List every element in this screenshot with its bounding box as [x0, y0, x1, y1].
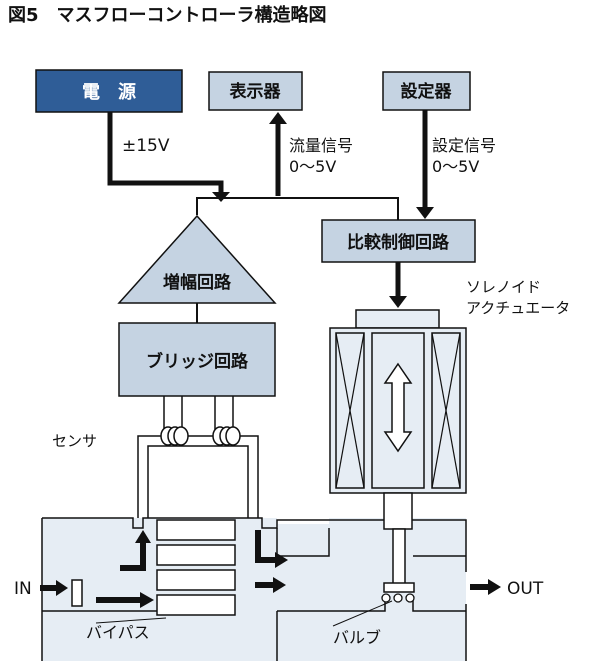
bypass-element [156, 519, 236, 616]
sensor-coil-upstream [160, 426, 189, 446]
inlet-label: IN [14, 579, 32, 599]
valve-chamber-left [276, 528, 330, 557]
display-block [208, 71, 303, 111]
sensor-tube-outer [137, 435, 259, 518]
bridge-circuit-label: ブリッジ回路 [146, 351, 249, 372]
power-voltage-label: ±15V [122, 136, 170, 156]
sensor-coil-downstream [212, 426, 241, 446]
plunger-motion-arrow [383, 362, 413, 453]
power-wire [107, 112, 224, 193]
set-signal-range: 0〜5V [432, 157, 479, 176]
flow-signal-range: 0〜5V [289, 157, 336, 176]
sensor-leads [163, 396, 234, 430]
valve-seat-right [412, 598, 466, 612]
set-signal-label: 設定信号 [432, 136, 496, 155]
bypass-pointer [95, 617, 167, 624]
setter-label: 設定器 [401, 81, 453, 102]
solenoid-coil-right [431, 332, 461, 489]
valve-stem [392, 528, 406, 585]
valve-orifice [381, 593, 415, 603]
inlet-filter [71, 579, 83, 607]
power-supply-block [35, 69, 183, 113]
sensor-tube-inner [147, 445, 249, 518]
flow-arrows [40, 530, 501, 608]
compare-control-block [321, 219, 476, 263]
flow-signal-label: 流量信号 [289, 136, 353, 155]
solenoid-coil-left [335, 332, 365, 489]
signal-bus-line [196, 197, 399, 220]
bypass-label: バイパス [86, 623, 150, 642]
display-label: 表示器 [230, 81, 282, 102]
solenoid-label-1: ソレノイド [466, 278, 541, 296]
valve-stem-guide [383, 492, 413, 530]
sensor-label: センサ [52, 432, 97, 450]
body-fill [42, 518, 466, 661]
solenoid-cap [355, 309, 440, 329]
valve-pointer [332, 600, 393, 627]
compare-control-label: 比較制御回路 [347, 232, 450, 253]
valve-label: バルブ [333, 628, 381, 647]
set-signal-arrowhead [416, 207, 434, 219]
outlet-label: OUT [507, 579, 544, 599]
power-supply-label: 電 源 [82, 81, 136, 103]
bridge-circuit-block [118, 322, 276, 397]
valve-plug [383, 582, 415, 593]
amplifier-label: 増幅回路 [163, 272, 232, 293]
flow-signal-arrowhead [269, 112, 287, 124]
figure-title: 図5 マスフローコントローラ構造略図 [8, 4, 327, 26]
solenoid-label-2: アクチュエータ [466, 299, 570, 317]
body-outline [41, 517, 467, 661]
control-arrowhead [389, 296, 407, 308]
